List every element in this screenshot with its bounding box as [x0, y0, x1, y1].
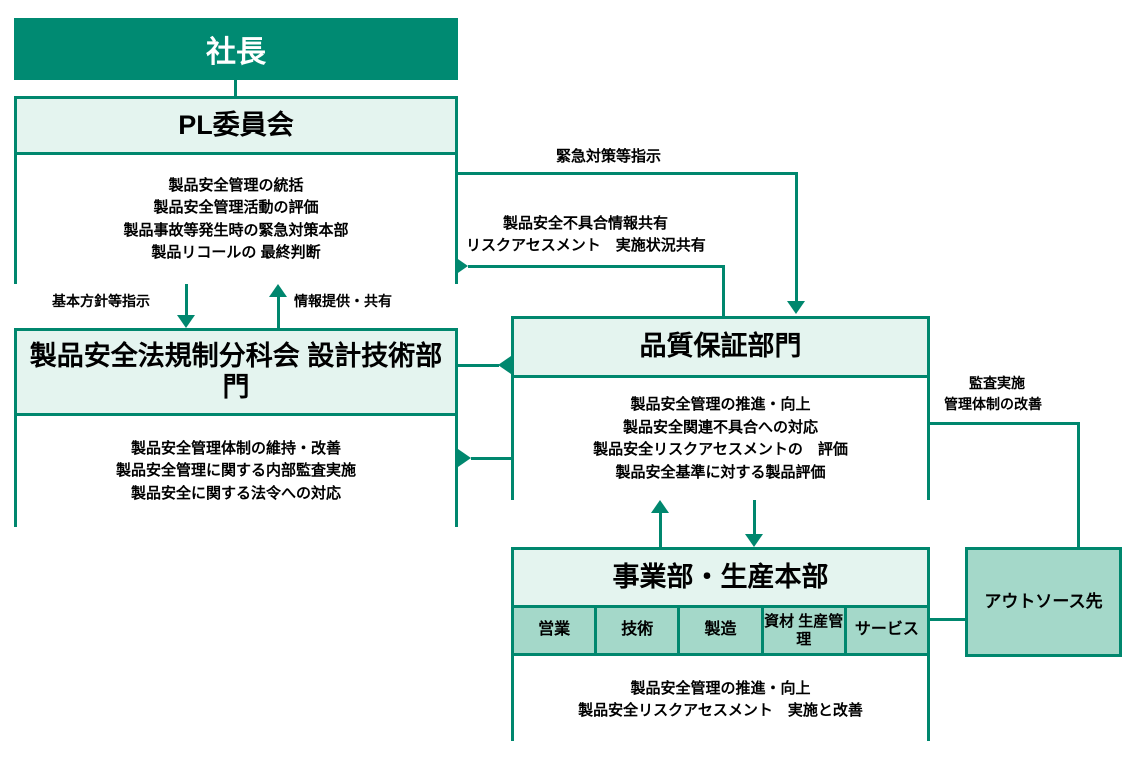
department-label-manufacturing: 製造 — [704, 621, 737, 639]
pl-duty-1: 製品安全管理の統括 — [168, 176, 304, 194]
department-cell-engineering[interactable]: 技術 — [597, 608, 681, 653]
edge-qa-to-legal-arrowhead — [458, 449, 471, 467]
edge-audit-horizontal — [930, 422, 1080, 425]
department-cell-manufacturing[interactable]: 製造 — [680, 608, 764, 653]
edge-label-audit-2: 管理体制の改善 — [944, 396, 1042, 412]
node-quality-assurance: 品質保証部門 製品安全管理の推進・向上 製品安全関連不具合への対応 製品安全リス… — [511, 316, 930, 500]
qa-duty-4: 製品安全基準に対する製品評価 — [615, 463, 826, 481]
quality-assurance-header: 品質保証部門 — [514, 319, 927, 378]
qa-duty-1: 製品安全管理の推進・向上 — [630, 396, 811, 413]
edge-emergency-vertical — [795, 172, 798, 301]
legal-subcommittee-title-1: 製品安全法規制分科会 — [29, 340, 300, 371]
legal-duty-1: 製品安全管理体制の維持・改善 — [130, 439, 341, 457]
edge-info-provision-line — [277, 297, 280, 328]
pl-duty-3: 製品事故等発生時の緊急対策本部 — [123, 221, 349, 239]
business-production-header: 事業部・生産本部 — [514, 550, 927, 608]
department-label-service: サービス — [854, 621, 919, 639]
pl-committee-title: PL委員会 — [178, 109, 294, 140]
connector-president-to-pl — [234, 80, 237, 98]
department-label-materials: 資材 — [764, 613, 795, 631]
pl-duty-4: 製品リコールの 最終判断 — [151, 244, 321, 261]
edge-defect-vertical — [722, 265, 725, 316]
legal-subcommittee-header: 製品安全法規制分科会 設計技術部門 — [17, 331, 455, 416]
legal-subcommittee-duties: 製品安全管理体制の維持・改善 製品安全管理に関する内部監査実施 製品安全に関する… — [17, 416, 455, 527]
edge-qa-to-business-line — [753, 500, 756, 534]
legal-subcommittee-title-2: 設計技術部門 — [222, 340, 443, 402]
edge-qa-to-legal-line — [471, 457, 514, 460]
department-cell-service[interactable]: サービス — [846, 608, 928, 653]
legal-duty-3: 製品安全に関する法令への対応 — [130, 484, 341, 502]
legal-duty-2: 製品安全管理に関する内部監査実施 — [115, 462, 356, 480]
edge-label-defect-share-1: 製品安全不具合情報共有 — [503, 215, 669, 232]
edge-business-to-qa-line — [659, 508, 662, 547]
edge-basic-policy-arrowhead — [177, 315, 195, 328]
edge-business-to-outsource — [927, 618, 968, 621]
edge-label-defect-share-2: リスクアセスメント 実施状況共有 — [466, 237, 706, 254]
edge-label-basic-policy: 基本方針等指示 — [52, 293, 150, 309]
node-president: 社長 — [14, 18, 458, 80]
edge-qa-to-business-arrowhead — [745, 534, 763, 547]
edge-legal-to-qa-arrowhead — [498, 356, 511, 374]
edge-basic-policy-line — [185, 284, 188, 315]
business-duty-2: 製品安全リスクアセスメント 実施と改善 — [578, 702, 863, 719]
edge-emergency-horizontal — [458, 172, 798, 175]
edge-info-provision-arrowhead — [269, 284, 287, 297]
business-production-department-row: 営業 技術 製造 資材 生産管理 サービス — [514, 608, 928, 656]
edge-label-audit-1: 監査実施 — [969, 375, 1025, 391]
business-production-title: 事業部・生産本部 — [612, 561, 829, 592]
edge-business-to-qa-arrowhead — [651, 500, 669, 513]
edge-defect-horizontal — [468, 265, 725, 268]
qa-duty-2: 製品安全関連不具合への対応 — [622, 418, 818, 436]
node-legal-subcommittee: 製品安全法規制分科会 設計技術部門 製品安全管理体制の維持・改善 製品安全管理に… — [14, 328, 458, 527]
business-duty-1: 製品安全管理の推進・向上 — [630, 679, 811, 697]
edge-label-info-provision: 情報提供・共有 — [294, 293, 392, 309]
edge-defect-arrowhead — [455, 257, 468, 275]
department-cell-sales[interactable]: 営業 — [514, 608, 598, 653]
node-outsource: アウトソース先 — [965, 547, 1122, 657]
edge-label-emergency-instruction: 緊急対策等指示 — [556, 148, 662, 165]
pl-committee-duties: 製品安全管理の統括 製品安全管理活動の評価 製品事故等発生時の緊急対策本部 製品… — [17, 155, 455, 284]
pl-committee-header: PL委員会 — [17, 99, 455, 155]
edge-emergency-arrowhead — [787, 301, 805, 314]
department-label-engineering: 技術 — [621, 621, 654, 639]
node-business-production: 事業部・生産本部 営業 技術 製造 資材 生産管理 サービス — [511, 547, 930, 744]
node-pl-committee: PL委員会 製品安全管理の統括 製品安全管理活動の評価 製品事故等発生時の緊急対… — [14, 96, 458, 284]
quality-assurance-duties: 製品安全管理の推進・向上 製品安全関連不具合への対応 製品安全リスクアセスメント… — [514, 378, 927, 500]
business-production-duties: 製品安全管理の推進・向上 製品安全リスクアセスメント 実施と改善 — [514, 656, 927, 744]
edge-audit-vertical — [1077, 422, 1080, 547]
department-label-sales: 営業 — [538, 621, 571, 639]
outsource-title: アウトソース先 — [984, 592, 1103, 612]
pl-duty-2: 製品安全管理活動の評価 — [153, 199, 319, 216]
department-label-production-control: 生産管理 — [796, 613, 844, 648]
edge-legal-to-qa-line — [458, 364, 499, 367]
quality-assurance-title: 品質保証部門 — [639, 331, 802, 362]
department-cell-materials-production-control[interactable]: 資材 生産管理 — [763, 608, 847, 653]
qa-duty-3: 製品安全リスクアセスメントの 評価 — [593, 441, 848, 458]
president-title: 社長 — [206, 36, 266, 69]
